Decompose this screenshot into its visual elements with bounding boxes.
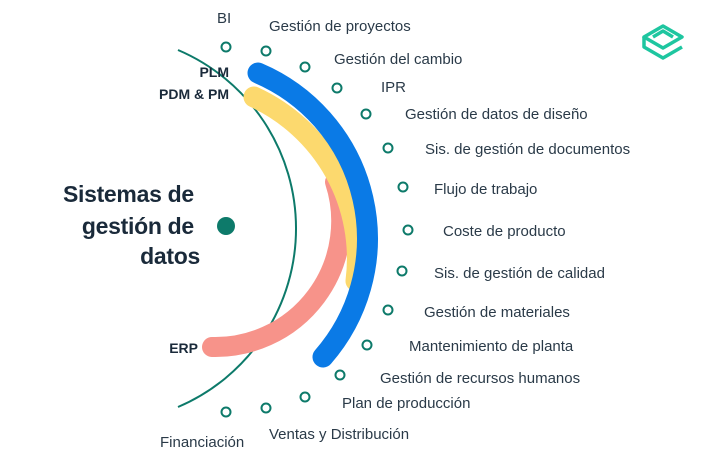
module-node-gestion-de-proyectos bbox=[260, 45, 272, 57]
module-node-sis-gestion-calidad bbox=[396, 265, 408, 277]
module-label-mantenimiento-de-planta: Mantenimiento de planta bbox=[409, 338, 574, 355]
module-label-gestion-de-proyectos: Gestión de proyectos bbox=[269, 18, 411, 35]
main-title: Sistemas de gestión de datos bbox=[63, 181, 200, 269]
module-label-bi: BI bbox=[217, 10, 231, 27]
module-node-gestion-de-datos-de-diseno bbox=[360, 108, 372, 120]
module-node-financiacion bbox=[220, 406, 232, 418]
module-label-gestion-rrhh: Gestión de recursos humanos bbox=[380, 370, 580, 387]
module-label-gestion-del-cambio: Gestión del cambio bbox=[334, 51, 462, 68]
module-node-sis-gestion-documentos bbox=[382, 142, 394, 154]
module-label-plan-de-produccion: Plan de producción bbox=[342, 395, 470, 412]
module-node-gestion-rrhh bbox=[334, 369, 346, 381]
module-label-coste-de-producto: Coste de producto bbox=[443, 223, 566, 240]
module-node-bi bbox=[220, 41, 232, 53]
outer-ring bbox=[177, 49, 298, 408]
plm-arc bbox=[247, 62, 378, 368]
main-title-line-3: datos bbox=[140, 243, 200, 269]
module-node-ventas-y-distribucion bbox=[260, 402, 272, 414]
module-node-flujo-de-trabajo bbox=[397, 181, 409, 193]
module-node-mantenimiento-de-planta bbox=[361, 339, 373, 351]
erp-arc bbox=[202, 172, 352, 358]
module-label-gestion-de-datos-de-diseno: Gestión de datos de diseño bbox=[405, 106, 588, 123]
band-label-plm: PLM bbox=[199, 64, 229, 80]
brand-logo-icon bbox=[642, 24, 684, 60]
main-title-line-1: Sistemas de bbox=[63, 181, 194, 207]
module-node-ipr bbox=[331, 82, 343, 94]
module-node-gestion-del-cambio bbox=[299, 61, 311, 73]
band-label-pdm: PDM & PM bbox=[159, 86, 229, 102]
main-title-line-2: gestión de bbox=[82, 213, 194, 239]
module-label-sis-gestion-calidad: Sis. de gestión de calidad bbox=[434, 265, 605, 282]
module-label-sis-gestion-documentos: Sis. de gestión de documentos bbox=[425, 141, 630, 158]
module-node-plan-de-produccion bbox=[299, 391, 311, 403]
module-node-gestion-de-materiales bbox=[382, 304, 394, 316]
center-dot bbox=[217, 217, 235, 235]
module-label-ventas-y-distribucion: Ventas y Distribución bbox=[269, 426, 409, 443]
band-label-erp: ERP bbox=[169, 340, 198, 356]
module-label-flujo-de-trabajo: Flujo de trabajo bbox=[434, 181, 537, 198]
module-label-ipr: IPR bbox=[381, 79, 406, 96]
module-label-gestion-de-materiales: Gestión de materiales bbox=[424, 304, 570, 321]
module-label-financiacion: Financiación bbox=[160, 434, 244, 451]
module-node-coste-de-producto bbox=[402, 224, 414, 236]
